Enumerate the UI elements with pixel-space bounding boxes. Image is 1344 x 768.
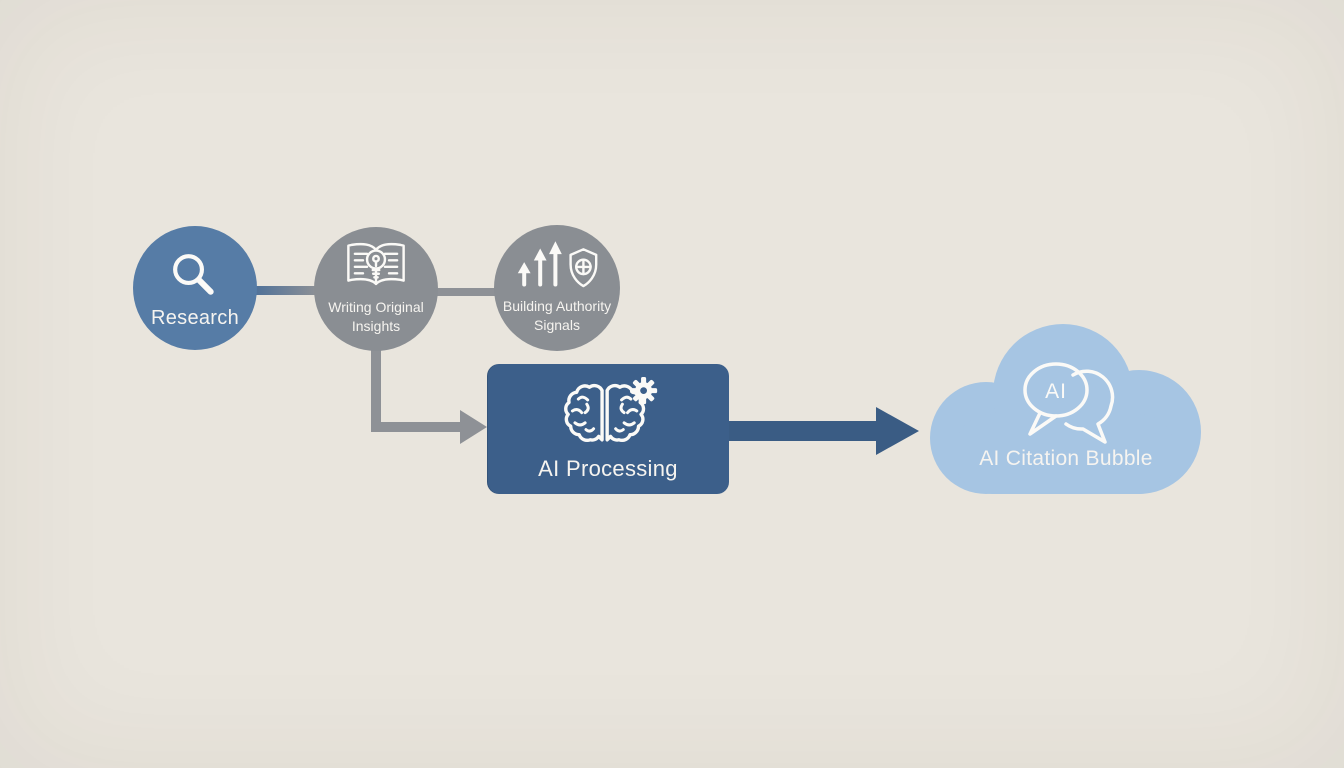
- authority-signals-label-line2: Signals: [534, 317, 580, 334]
- writing-insights-label-line2: Insights: [351, 318, 401, 335]
- open-book-lightbulb-icon: [338, 240, 414, 297]
- connector-writing-to-authority: [436, 288, 498, 296]
- node-ai-citation-bubble: AI AI Citation Bubble: [926, 318, 1206, 496]
- chat-bubbles-icon: AI: [1023, 362, 1115, 444]
- connector-writing-to-processing-horizontal: [371, 422, 461, 432]
- node-building-authority-signals: Building Authority Signals: [494, 225, 620, 351]
- magnifier-icon: [171, 252, 219, 305]
- ai-citation-label: AI Citation Bubble: [979, 447, 1153, 470]
- brain-gear-icon: [558, 377, 658, 455]
- connector-research-to-writing: [252, 286, 318, 295]
- arrow-processing-to-cloud-shaft: [729, 421, 877, 441]
- bubble-ai-text: AI: [1045, 380, 1067, 403]
- authority-signals-label-line1: Building Authority: [502, 298, 612, 314]
- growth-arrows-shield-icon: [513, 238, 601, 296]
- research-label: Research: [151, 307, 239, 329]
- node-research: Research: [133, 226, 257, 350]
- connector-writing-to-processing-vertical: [371, 346, 381, 432]
- ai-processing-label: AI Processing: [538, 456, 678, 481]
- node-writing-original-insights: Writing Original Insights: [314, 227, 438, 351]
- arrowhead-into-processing: [460, 410, 487, 444]
- arrowhead-into-cloud: [876, 407, 919, 455]
- node-ai-processing: AI Processing: [487, 364, 729, 494]
- writing-insights-label-line1: Writing Original: [328, 299, 424, 315]
- cloud-shape: AI: [930, 324, 1201, 494]
- gear-icon: [630, 377, 658, 405]
